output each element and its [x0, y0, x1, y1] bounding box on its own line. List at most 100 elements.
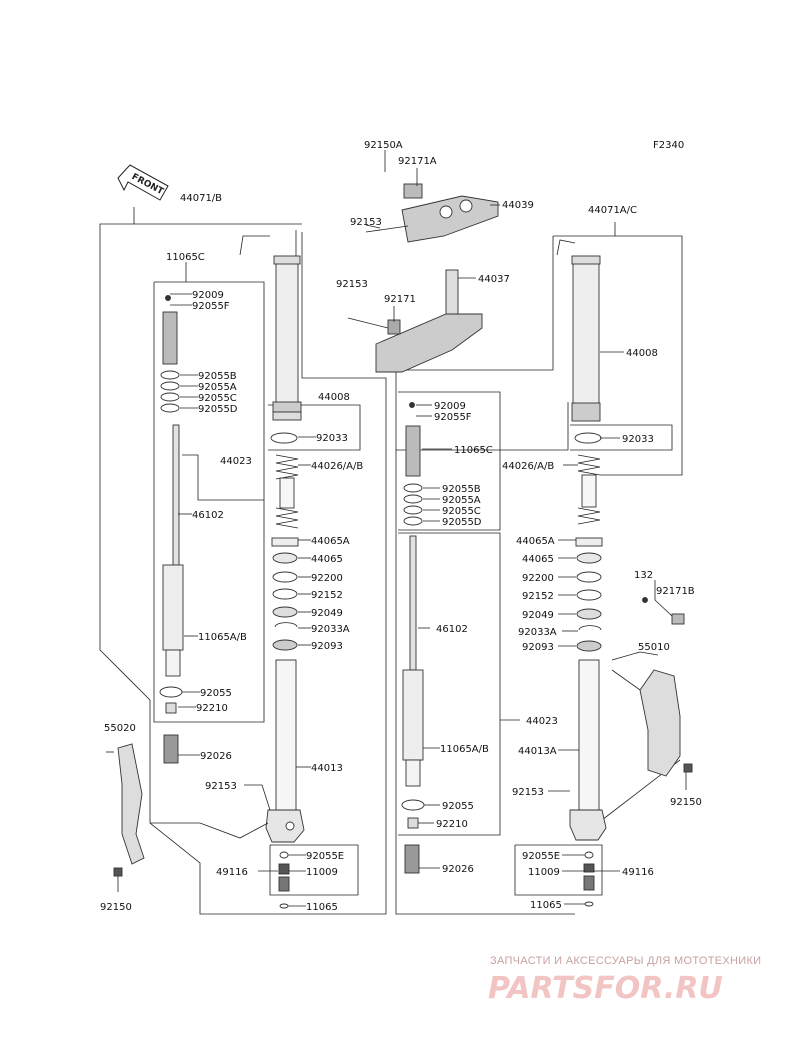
label-92153-top2: 92153	[336, 279, 368, 290]
label-44065-right: 44065	[522, 554, 554, 565]
label-92033a-right: 92033A	[518, 627, 557, 638]
right-bottom-parts	[583, 851, 595, 907]
label-92009-right: 92009	[434, 401, 466, 412]
label-46102: 46102	[192, 510, 224, 521]
label-92200-right: 92200	[522, 573, 554, 584]
top-triple-clamp	[365, 183, 499, 243]
label-92171: 92171	[384, 294, 416, 305]
left-inner-tube	[265, 659, 305, 843]
label-44013: 44013	[311, 763, 343, 774]
label-92055-right: 92055	[442, 801, 474, 812]
label-92210: 92210	[196, 703, 228, 714]
watermark-line1: ЗАПЧАСТИ И АКСЕССУАРЫ ДЛЯ МОТОТЕХНИКИ	[490, 955, 761, 967]
watermark-logo: PARTSFOR.RU	[488, 971, 723, 1006]
label-92153-top1: 92153	[350, 217, 382, 228]
label-11065ab: 11065A/B	[198, 632, 247, 643]
label-44071-b: 44071/B	[180, 193, 222, 204]
label-49116: 49116	[216, 867, 248, 878]
label-92150-right: 92150	[670, 797, 702, 808]
label-44065a: 44065A	[311, 536, 350, 547]
figure-code: F2340	[653, 140, 684, 151]
label-44037: 44037	[478, 274, 510, 285]
label-92055b-right: 92055B	[442, 484, 481, 495]
label-92055d-right: 92055D	[442, 517, 482, 528]
label-92055: 92055	[200, 688, 232, 699]
label-44065a-right: 44065A	[516, 536, 555, 547]
label-11065c-right: 11065C	[454, 445, 493, 456]
label-92049: 92049	[311, 608, 343, 619]
steering-stem-clamp	[347, 269, 483, 373]
label-11009: 11009	[306, 867, 338, 878]
leader-lines-top	[365, 150, 500, 322]
label-92055a-right: 92055A	[442, 495, 481, 506]
label-92009: 92009	[192, 290, 224, 301]
label-44026-right: 44026/A/B	[502, 461, 554, 472]
right-fork-frame	[395, 222, 683, 915]
right-seals-stack	[575, 537, 603, 652]
left-cartridge	[159, 295, 184, 764]
label-92033: 92033	[316, 433, 348, 444]
right-inner-tube	[569, 659, 607, 841]
left-outer-tube	[270, 255, 302, 444]
label-46102-right: 46102	[436, 624, 468, 635]
right-outer-tube	[571, 255, 602, 444]
label-49116-right: 49116	[622, 867, 654, 878]
label-92055e-right: 92055E	[522, 851, 560, 862]
label-44071-ac: 44071A/C	[588, 205, 637, 216]
right-spring	[577, 454, 601, 525]
label-11009-right: 11009	[528, 867, 560, 878]
label-11065: 11065	[306, 902, 338, 913]
leader-lines	[106, 230, 316, 907]
label-92055f: 92055F	[192, 301, 230, 312]
label-92055d: 92055D	[198, 404, 238, 415]
part-labels: 44071/B 11065C 92009 92055F 92055B 92055…	[100, 140, 702, 913]
label-44013a-right: 44013A	[518, 746, 557, 757]
label-92150a: 92150A	[364, 140, 403, 151]
label-132: 132	[634, 570, 653, 581]
label-92026-right: 92026	[442, 864, 474, 875]
label-92033-right: 92033	[622, 434, 654, 445]
label-44065: 44065	[311, 554, 343, 565]
leader-lines-right	[416, 351, 687, 905]
label-92033a: 92033A	[311, 624, 350, 635]
label-55020: 55020	[104, 723, 136, 734]
label-44023-right: 44023	[526, 716, 558, 727]
label-92055c-right: 92055C	[442, 506, 481, 517]
label-44026: 44026/A/B	[311, 461, 363, 472]
label-92152: 92152	[311, 590, 343, 601]
label-92055f-right: 92055F	[434, 412, 472, 423]
label-92026: 92026	[200, 751, 232, 762]
label-92150-left: 92150	[100, 902, 132, 913]
label-92055a: 92055A	[198, 382, 237, 393]
label-92153-left: 92153	[205, 781, 237, 792]
label-92055e: 92055E	[306, 851, 344, 862]
left-spring	[275, 454, 299, 529]
label-92049-right: 92049	[522, 610, 554, 621]
label-92055c: 92055C	[198, 393, 237, 404]
label-11065c: 11065C	[166, 252, 205, 263]
label-92210-right: 92210	[436, 819, 468, 830]
label-44008: 44008	[318, 392, 350, 403]
label-92171a: 92171A	[398, 156, 437, 167]
label-44039: 44039	[502, 200, 534, 211]
label-92153-right: 92153	[512, 787, 544, 798]
front-arrow-icon: FRONT	[117, 164, 169, 201]
label-11065-right: 11065	[530, 900, 562, 911]
left-bottom-parts	[278, 851, 290, 909]
label-92171b: 92171B	[656, 586, 695, 597]
watermark: ЗАПЧАСТИ И АКСЕССУАРЫ ДЛЯ МОТОТЕХНИКИ PA…	[488, 955, 761, 1006]
label-11065ab-right: 11065A/B	[440, 744, 489, 755]
label-92093: 92093	[311, 641, 343, 652]
right-fork-guard	[639, 597, 693, 777]
left-fork-frame	[99, 207, 387, 915]
label-92093-right: 92093	[522, 642, 554, 653]
label-92200: 92200	[311, 573, 343, 584]
label-55010: 55010	[638, 642, 670, 653]
label-92055b: 92055B	[198, 371, 237, 382]
left-fork-guard	[113, 743, 145, 877]
label-44008-right: 44008	[626, 348, 658, 359]
left-seals-stack	[271, 537, 299, 651]
label-44023: 44023	[220, 456, 252, 467]
label-92152-right: 92152	[522, 591, 554, 602]
